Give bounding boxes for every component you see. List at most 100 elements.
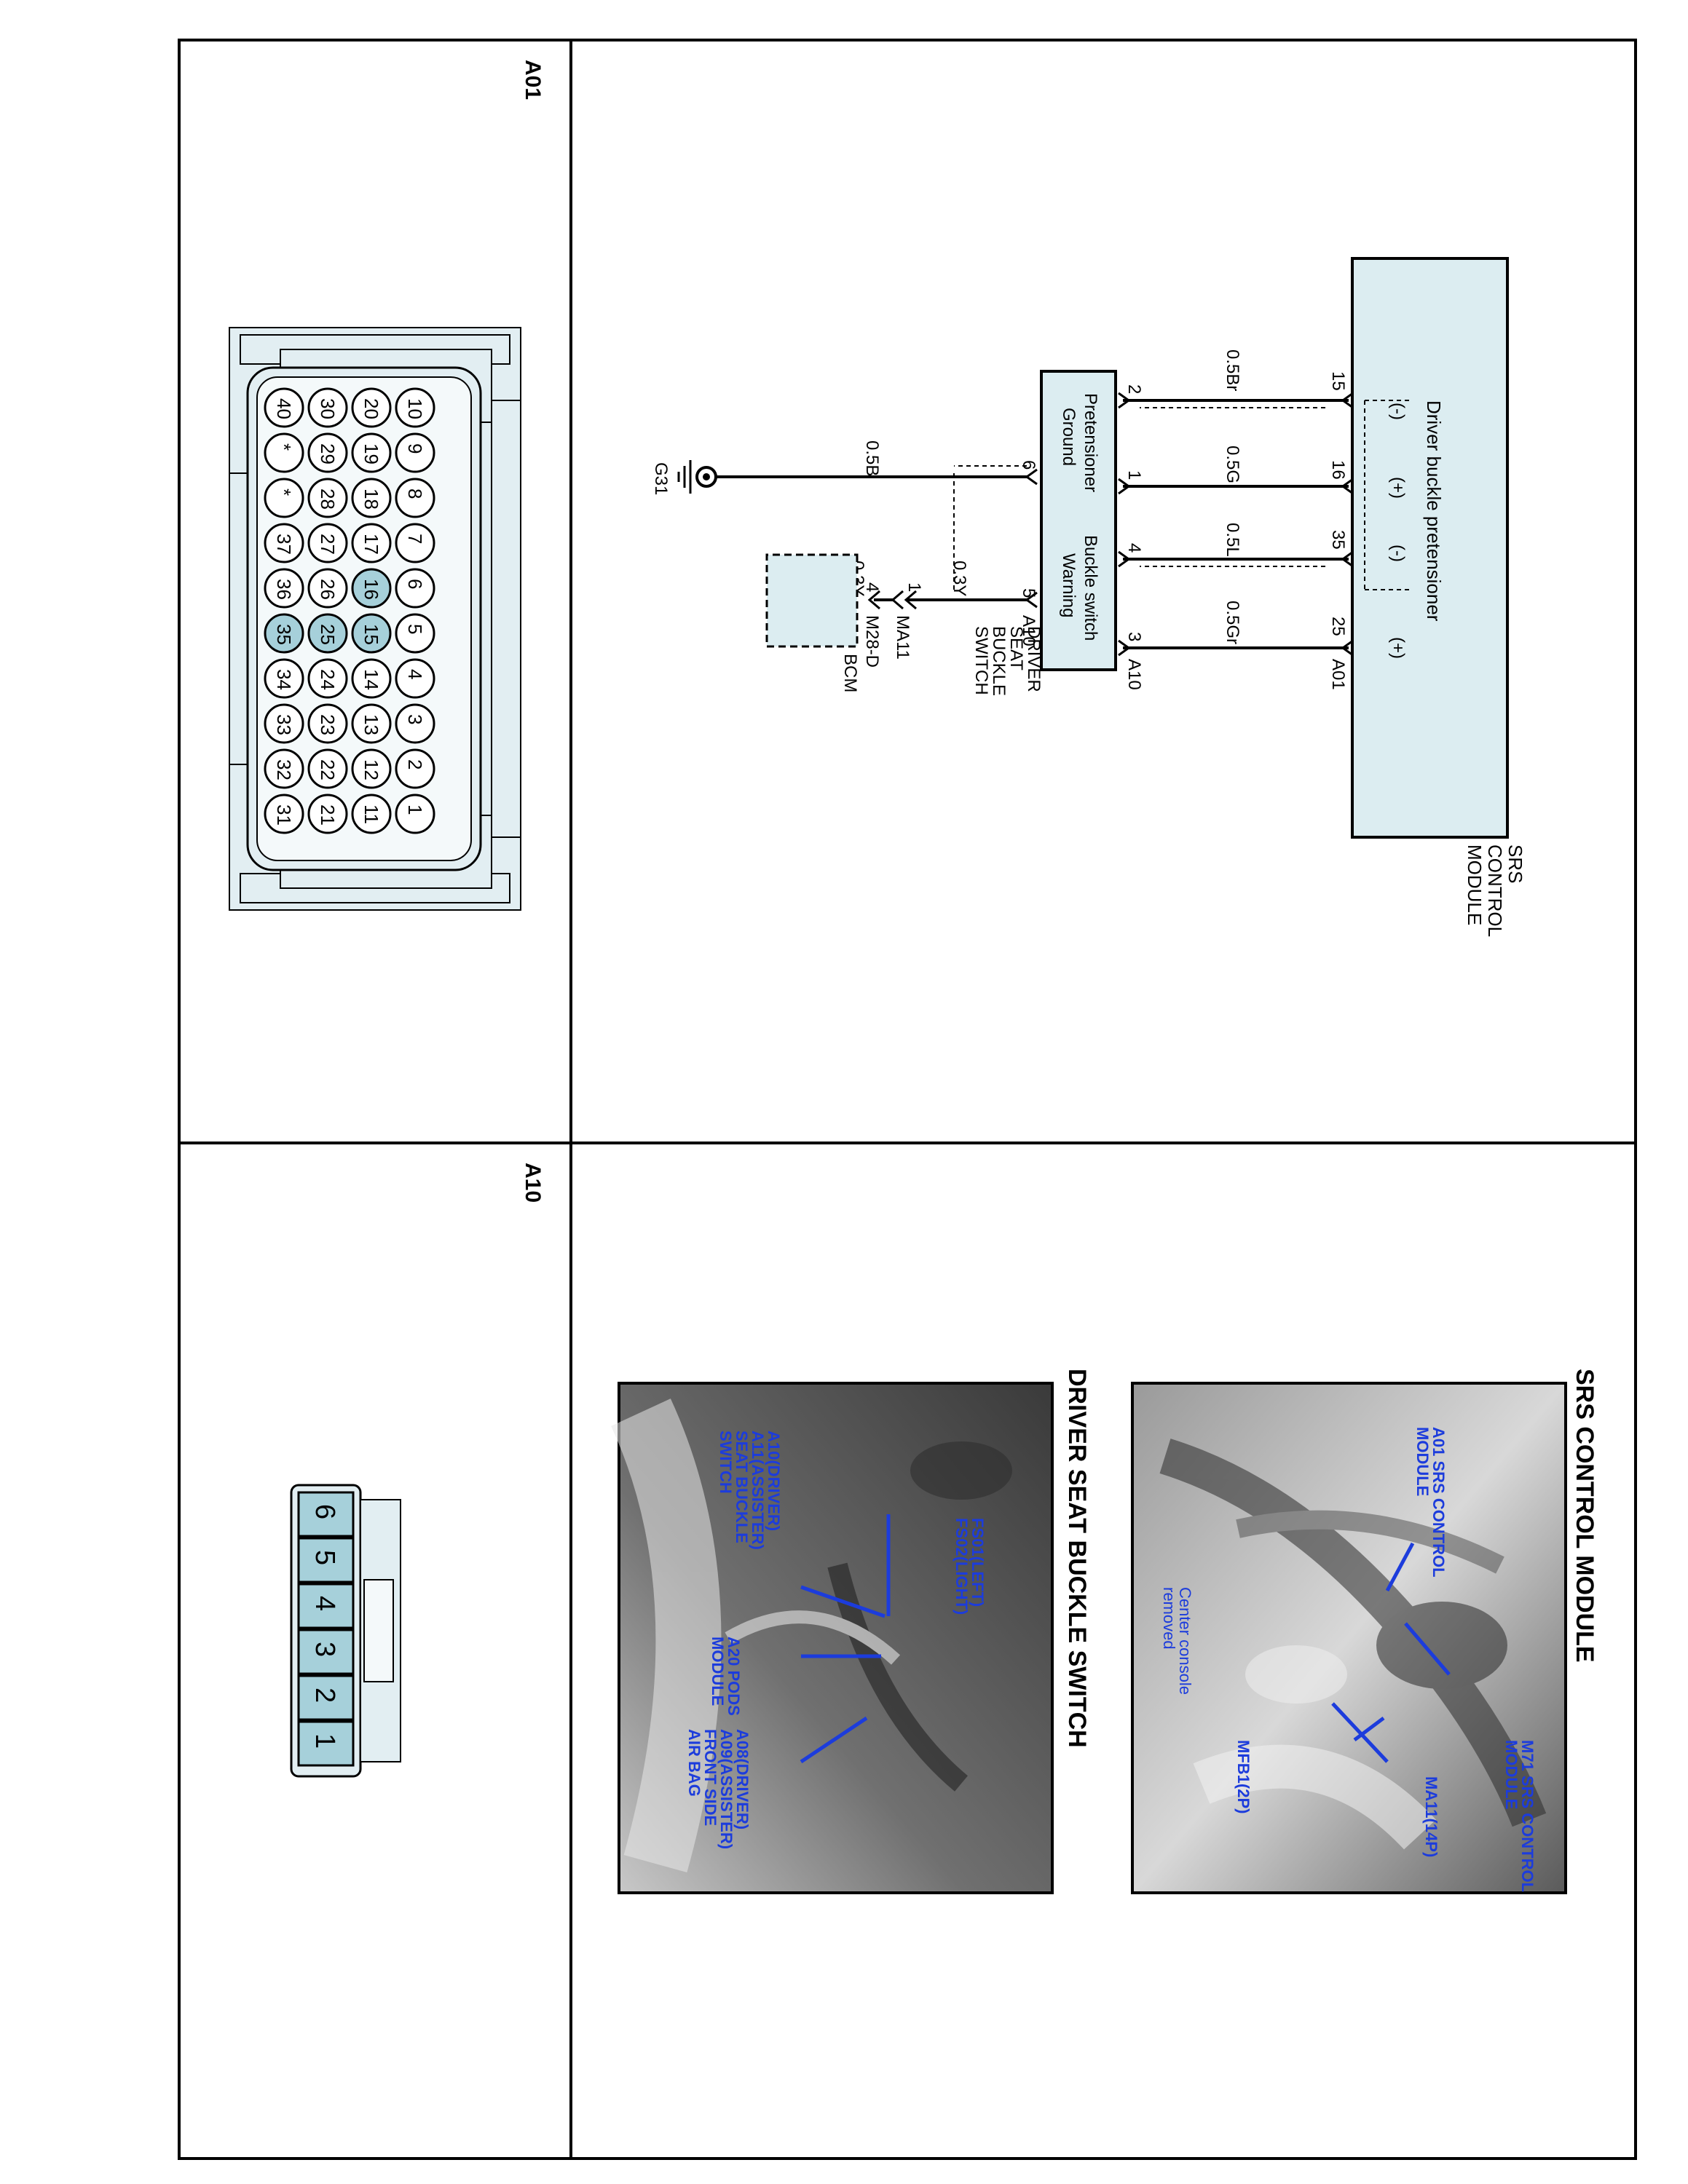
srs-pin-16: 16 [1328, 460, 1348, 480]
a01-pin-10 [395, 387, 435, 428]
a01-pin-3 [395, 703, 435, 744]
a01-pin-30 [307, 387, 348, 428]
a01-pin-27 [307, 523, 348, 563]
srs-connector-id: A01 [1328, 659, 1348, 690]
a01-pin-19 [351, 432, 392, 473]
switch-label-2: SEAT [1006, 626, 1026, 670]
srs-control-module-photo: SRS CONTROL MODULE A01 SRS CONTROL MODUL… [1131, 1369, 1598, 1894]
buckle-photo-label-a10-2: A11(ASSISTER) [749, 1431, 767, 1550]
a10-pin-5 [297, 1537, 355, 1583]
a01-pin-21 [307, 794, 348, 834]
a01-pin-4 [395, 658, 435, 699]
a01-pin-32 [264, 748, 304, 789]
a01-pin-label: 20 [360, 398, 382, 419]
a01-pin-label: 11 [360, 804, 382, 824]
srs-pin-35: 35 [1328, 530, 1348, 550]
a10-pin-label: 4 [309, 1596, 340, 1611]
pretensioner-ground-label-1: Pretensioner [1081, 393, 1100, 492]
buckle-photo-label-fs01-2: FS02(LIGHT) [953, 1518, 971, 1615]
buckle-photo-label-a10-3: SEAT BUCKLE [733, 1431, 751, 1543]
srs-photo-texture [1159, 1439, 1547, 1850]
buckle-switch-photo: DRIVER SEAT BUCKLE SWITCH A10(DRIVER) A1… [611, 1369, 1091, 1894]
buckle-photo-label-a10-1: A10(DRIVER) [765, 1431, 783, 1531]
a01-connector-face: 1098765432120191817161514131211302928272… [229, 327, 521, 911]
schematic: SRS CONTROL MODULE Driver buckle pretens… [651, 257, 1526, 937]
a01-pin-14 [351, 658, 392, 699]
ground-wire-label: 0.5B [862, 440, 882, 476]
a01-pin-label: 35 [273, 624, 295, 645]
srs-pin-16-polarity: (+) [1388, 477, 1408, 499]
a01-pin-label: 5 [404, 624, 426, 634]
buckle-photo-arrows [800, 1514, 891, 1764]
srs-photo-label-a01-2: MODULE [1413, 1427, 1432, 1496]
a01-pin-25 [307, 613, 348, 654]
a01-pin-label: 1 [404, 804, 426, 815]
a01-pin-label: 16 [360, 579, 382, 600]
buckle-warning-label-1: Buckle switch [1081, 535, 1100, 641]
srs-photo-label-console-2: removed [1160, 1587, 1178, 1650]
a01-pin-blank [264, 432, 304, 473]
switch-pin-6: 6 [1019, 460, 1038, 470]
a01-pin-grid: 1098765432120191817161514131211302928272… [264, 387, 435, 834]
a01-pin-17 [351, 523, 392, 563]
switch-label-1: DRIVER [1024, 626, 1044, 692]
a01-pin-35 [264, 613, 304, 654]
buckle-photo-texture [611, 1398, 1012, 1873]
switch-pin-2: 2 [1124, 384, 1144, 394]
wire-label-0-5l: 0.5L [1223, 523, 1242, 557]
bcm-box [765, 553, 859, 648]
a01-pin-label: 13 [360, 714, 382, 735]
inline-connector-ma11: MA11 [893, 615, 912, 660]
srs-pin-15-polarity: (-) [1388, 403, 1408, 420]
a01-pin-blank [264, 478, 304, 518]
a01-pin-40 [264, 387, 304, 428]
a01-pin-13 [351, 703, 392, 744]
buckle-photo-label-a08-4: AIR BAG [685, 1729, 703, 1797]
srs-pin-35-polarity: (-) [1388, 545, 1408, 562]
a01-pin-11 [351, 794, 392, 834]
a01-pin-2 [395, 748, 435, 789]
buckle-photo-label-a20-2: MODULE [709, 1637, 727, 1706]
a01-pin-label: 33 [273, 714, 295, 735]
srs-control-module-box [1351, 257, 1509, 839]
a10-pin-4 [297, 1583, 355, 1629]
a01-pin-label: 21 [317, 804, 339, 826]
switch-bottom-connector-id: A10 [1019, 615, 1038, 646]
a01-pin-label: 26 [317, 579, 339, 600]
a01-pin-9 [395, 432, 435, 473]
switch-bottom-chevrons [1025, 468, 1038, 609]
a01-pin-label: 19 [360, 443, 382, 464]
a01-pin-label: 15 [360, 624, 382, 645]
a01-pin-label: 40 [273, 398, 295, 419]
driver-seat-buckle-switch-box [1040, 370, 1117, 671]
buckle-warning-label-2: Warning [1059, 553, 1078, 617]
ground-symbol [677, 460, 692, 494]
srs-photo-label-m71-2: MODULE [1502, 1740, 1521, 1809]
a01-pin-15 [351, 613, 392, 654]
a01-pin-label: 17 [360, 534, 382, 555]
wire-label-0-5br: 0.5Br [1223, 349, 1242, 391]
panel-title-a01: A01 [521, 60, 545, 100]
wire-label-0-5g: 0.5G [1223, 446, 1242, 483]
a10-pin-label: 1 [309, 1733, 340, 1749]
a10-pin-6 [297, 1491, 355, 1538]
bcm-pin-4: 4 [862, 582, 882, 592]
a01-pin-label: 22 [317, 759, 339, 780]
a01-pin-label: 28 [317, 488, 339, 510]
a01-pin-12 [351, 748, 392, 789]
a01-pin-label: 24 [317, 669, 339, 690]
buckle-photo-label-a10-4: SWITCH [717, 1431, 735, 1494]
srs-pin-15: 15 [1328, 371, 1348, 391]
inline-pin-1: 1 [904, 582, 924, 592]
a01-pin-18 [351, 478, 392, 518]
a01-pin-22 [307, 748, 348, 789]
a01-pin-label: 29 [317, 443, 339, 464]
a01-pin-label: * [273, 443, 295, 451]
ground-id-g31: G31 [651, 462, 671, 495]
switch-connector-id: A10 [1124, 659, 1144, 690]
a01-pin-33 [264, 703, 304, 744]
a01-pin-label: 10 [404, 398, 426, 419]
buckle-photo-label-a08-2: A09(ASSISTER) [717, 1729, 735, 1849]
a01-pin-37 [264, 523, 304, 563]
